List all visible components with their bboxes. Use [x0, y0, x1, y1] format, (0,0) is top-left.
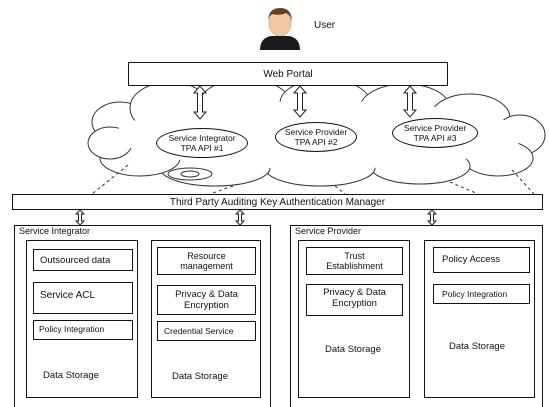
service-integrator-title: Service Integrator — [19, 226, 91, 236]
sp-trust-line2: Establishment — [326, 261, 383, 271]
cloud-node-3-line2: TPA API #3 — [413, 133, 457, 143]
portal-arrows — [192, 85, 418, 120]
si-policy-integration-box: Policy Integration — [33, 320, 133, 340]
si-privacy-encryption-box: Privacy & Data Encryption — [157, 285, 256, 315]
sp-left-storage-label: Data Storage — [325, 344, 381, 355]
cloud-node-2-line2: TPA API #2 — [294, 137, 338, 147]
cloud-node-1-line2: TPA API #1 — [180, 143, 224, 153]
service-provider-title: Service Provider — [295, 226, 362, 236]
si-policy-integration-label: Policy Integration — [39, 324, 105, 334]
sp-trust-line1: Trust — [344, 251, 365, 261]
cloud-node-service-integrator: Service Integrator TPA API #1 — [156, 128, 248, 158]
sp-privacy-line1: Privacy & Data — [323, 287, 386, 298]
si-outsourced-data-box: Outsourced data — [33, 249, 133, 271]
si-privacy-line2: Encryption — [184, 300, 229, 311]
user-icon — [260, 8, 300, 50]
sp-policy-integration-box: Policy Integration — [433, 284, 530, 304]
si-credential-service-box: Credential Service — [157, 321, 256, 341]
si-privacy-line1: Privacy & Data — [175, 289, 238, 300]
sp-privacy-encryption-box: Privacy & Data Encryption — [306, 284, 403, 316]
sp-policy-access-label: Policy Access — [442, 254, 501, 265]
sp-right-storage-label: Data Storage — [449, 341, 505, 352]
manager-down-arrows — [74, 209, 438, 226]
si-service-acl-box: Service ACL — [33, 282, 133, 314]
si-outsourced-data-label: Outsourced data — [40, 254, 111, 266]
sp-privacy-line2: Encryption — [332, 298, 377, 309]
si-left-storage-label: Data Storage — [43, 370, 99, 381]
web-portal-box: Web Portal — [128, 62, 448, 86]
auth-manager-label: Third Party Auditing Key Authentication … — [169, 196, 386, 208]
si-resource-line2: management — [180, 261, 233, 271]
cloud-small-shapes — [167, 167, 213, 181]
auth-manager-box: Third Party Auditing Key Authentication … — [12, 194, 543, 210]
cloud-node-3-line1: Service Provider — [403, 123, 467, 133]
sp-trust-establishment-box: Trust Establishment — [306, 247, 403, 275]
sp-policy-integration-label: Policy Integration — [442, 289, 508, 299]
cloud-node-service-provider-3: Service Provider TPA API #3 — [392, 118, 478, 148]
si-credential-service-label: Credential Service — [164, 326, 234, 336]
cloud-node-service-provider-2: Service Provider TPA API #2 — [275, 122, 357, 152]
si-resource-line1: Resource — [187, 251, 226, 261]
sp-policy-access-box: Policy Access — [433, 247, 530, 273]
si-resource-management-box: Resource management — [157, 247, 256, 275]
dashed-connectors — [91, 164, 535, 195]
web-portal-label: Web Portal — [263, 68, 313, 80]
user-label: User — [314, 20, 336, 31]
si-service-acl-label: Service ACL — [40, 290, 96, 301]
si-right-storage-label: Data Storage — [172, 371, 228, 382]
cloud-node-1-line1: Service Integrator — [168, 133, 236, 143]
cloud-node-2-line1: Service Provider — [284, 127, 348, 137]
